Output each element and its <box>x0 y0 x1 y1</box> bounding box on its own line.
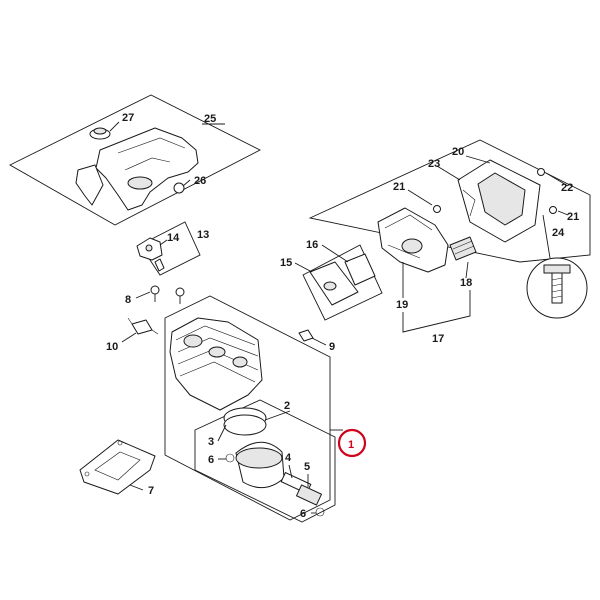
callout-22: 22 <box>561 182 573 194</box>
callout-4: 4 <box>285 452 292 464</box>
callout-19: 19 <box>396 299 408 311</box>
bracket-screw-part[interactable] <box>154 258 165 272</box>
shroud-part[interactable] <box>95 127 199 211</box>
callout-21a: 21 <box>393 181 405 193</box>
callout-7: 7 <box>148 485 154 497</box>
base-gasket-group <box>79 439 156 495</box>
callout-6b: 6 <box>300 508 306 520</box>
cylinder-part[interactable] <box>169 317 263 411</box>
callout-10: 10 <box>106 341 118 353</box>
gasket-frame <box>302 244 383 321</box>
muffler-screw-22-part[interactable] <box>537 168 545 176</box>
circlip-lower-part[interactable] <box>315 507 325 517</box>
plug-9-part[interactable] <box>298 329 314 342</box>
muffler-bracket-line <box>402 290 471 333</box>
cylinder-group-frame <box>164 295 331 521</box>
callout-9: 9 <box>329 341 335 353</box>
cylinder-group <box>164 295 343 523</box>
shroud-group <box>9 94 261 226</box>
callout-15: 15 <box>280 257 292 269</box>
muffler-group <box>308 139 591 333</box>
callout-20: 20 <box>452 146 464 158</box>
spark-screen-part[interactable] <box>449 236 477 261</box>
callout-1: 1 <box>348 439 354 451</box>
callout-5: 5 <box>304 461 310 473</box>
screws-8 <box>135 285 185 304</box>
bracket-group <box>136 221 201 276</box>
callout-3: 3 <box>208 436 214 448</box>
callout-18: 18 <box>460 277 472 289</box>
muffler-screw-21a-part[interactable] <box>433 205 441 213</box>
callout-8: 8 <box>125 294 131 306</box>
shroud-opening <box>127 176 153 190</box>
callout-25: 25 <box>204 113 216 125</box>
highlight-circle-1[interactable] <box>337 428 367 458</box>
plug-9-group <box>298 329 327 346</box>
callout-21b: 21 <box>567 211 579 223</box>
bracket-frame <box>139 221 201 276</box>
gasket-group <box>294 244 383 321</box>
needle-bearing-part[interactable] <box>295 484 323 506</box>
piston-ring-lower-part[interactable] <box>223 414 267 436</box>
callout-23: 23 <box>428 158 440 170</box>
callout-14: 14 <box>167 232 180 244</box>
screw-8b-head[interactable] <box>175 287 185 297</box>
base-gasket-part[interactable] <box>79 439 156 495</box>
screw-detail-head <box>543 264 571 274</box>
muffler-group-frame <box>308 139 591 263</box>
callout-26: 26 <box>194 175 206 187</box>
callout-2: 2 <box>284 400 290 412</box>
shroud-screw-part[interactable] <box>173 182 185 194</box>
callout-13: 13 <box>197 229 209 241</box>
piston-group-frame <box>194 399 336 523</box>
circlip-upper-part[interactable] <box>225 453 235 463</box>
callout-27: 27 <box>122 112 134 124</box>
spark-plug-part[interactable] <box>131 319 153 335</box>
callout-6a: 6 <box>208 454 214 466</box>
callout-17: 17 <box>432 333 444 345</box>
shroud-flap <box>75 164 104 206</box>
muffler-screw-21b-part[interactable] <box>549 206 557 214</box>
shroud-group-frame <box>9 94 261 226</box>
callout-16: 16 <box>306 239 318 251</box>
spark-plug-group <box>121 317 159 343</box>
callout-24: 24 <box>552 227 565 239</box>
gasket-16-part[interactable] <box>344 253 376 286</box>
screw-8a-head[interactable] <box>150 285 160 295</box>
